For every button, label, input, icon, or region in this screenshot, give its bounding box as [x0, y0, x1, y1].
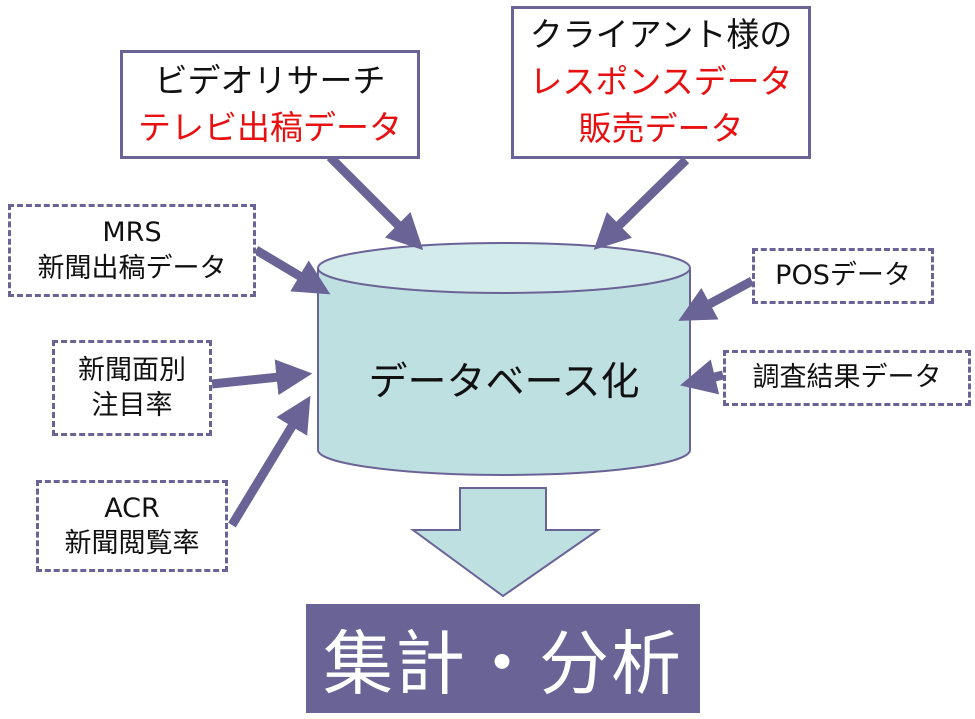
arrow-survey [680, 359, 725, 395]
source-survey: 調査結果データ [723, 350, 971, 406]
client-title: クライアント様の [529, 15, 793, 55]
video-research-data: テレビ出稿データ [138, 107, 402, 147]
source-acr: ACR 新聞閲覧率 [36, 480, 228, 572]
arrow-video-research [326, 153, 424, 251]
arrow-mrs [253, 246, 331, 295]
client-response-data: レスポンスデータ [529, 62, 793, 102]
mrs-data: 新聞出稿データ [37, 252, 227, 284]
source-pos: POSデータ [752, 248, 934, 304]
newspaper-attention-line1: 新聞面別 [78, 354, 186, 386]
client-sales-data: 販売データ [578, 108, 744, 148]
source-client: クライアント様の レスポンスデータ 販売データ [511, 6, 811, 159]
source-newspaper-attention: 新聞面別 注目率 [52, 340, 212, 436]
acr-data: 新聞閲覧率 [64, 528, 200, 559]
database-cylinder [317, 242, 691, 476]
newspaper-attention-line2: 注目率 [91, 390, 173, 421]
down-arrow [409, 487, 602, 598]
acr-title: ACR [104, 492, 160, 524]
pos-data: POSデータ [775, 260, 911, 292]
arrow-pos [678, 277, 755, 321]
result-box: 集計・分析 [306, 604, 700, 713]
arrow-acr [228, 395, 311, 528]
mrs-title: MRS [102, 217, 162, 249]
survey-data: 調査結果データ [752, 362, 942, 394]
result-label: 集計・分析 [323, 623, 683, 705]
video-research-title: ビデオリサーチ [154, 60, 386, 100]
source-video-research: ビデオリサーチ テレビ出稿データ [120, 50, 420, 159]
database-label: データベース化 [368, 360, 640, 405]
arrow-client [593, 156, 690, 251]
arrow-newspaper-attention [211, 359, 313, 396]
source-mrs: MRS 新聞出稿データ [8, 204, 256, 297]
